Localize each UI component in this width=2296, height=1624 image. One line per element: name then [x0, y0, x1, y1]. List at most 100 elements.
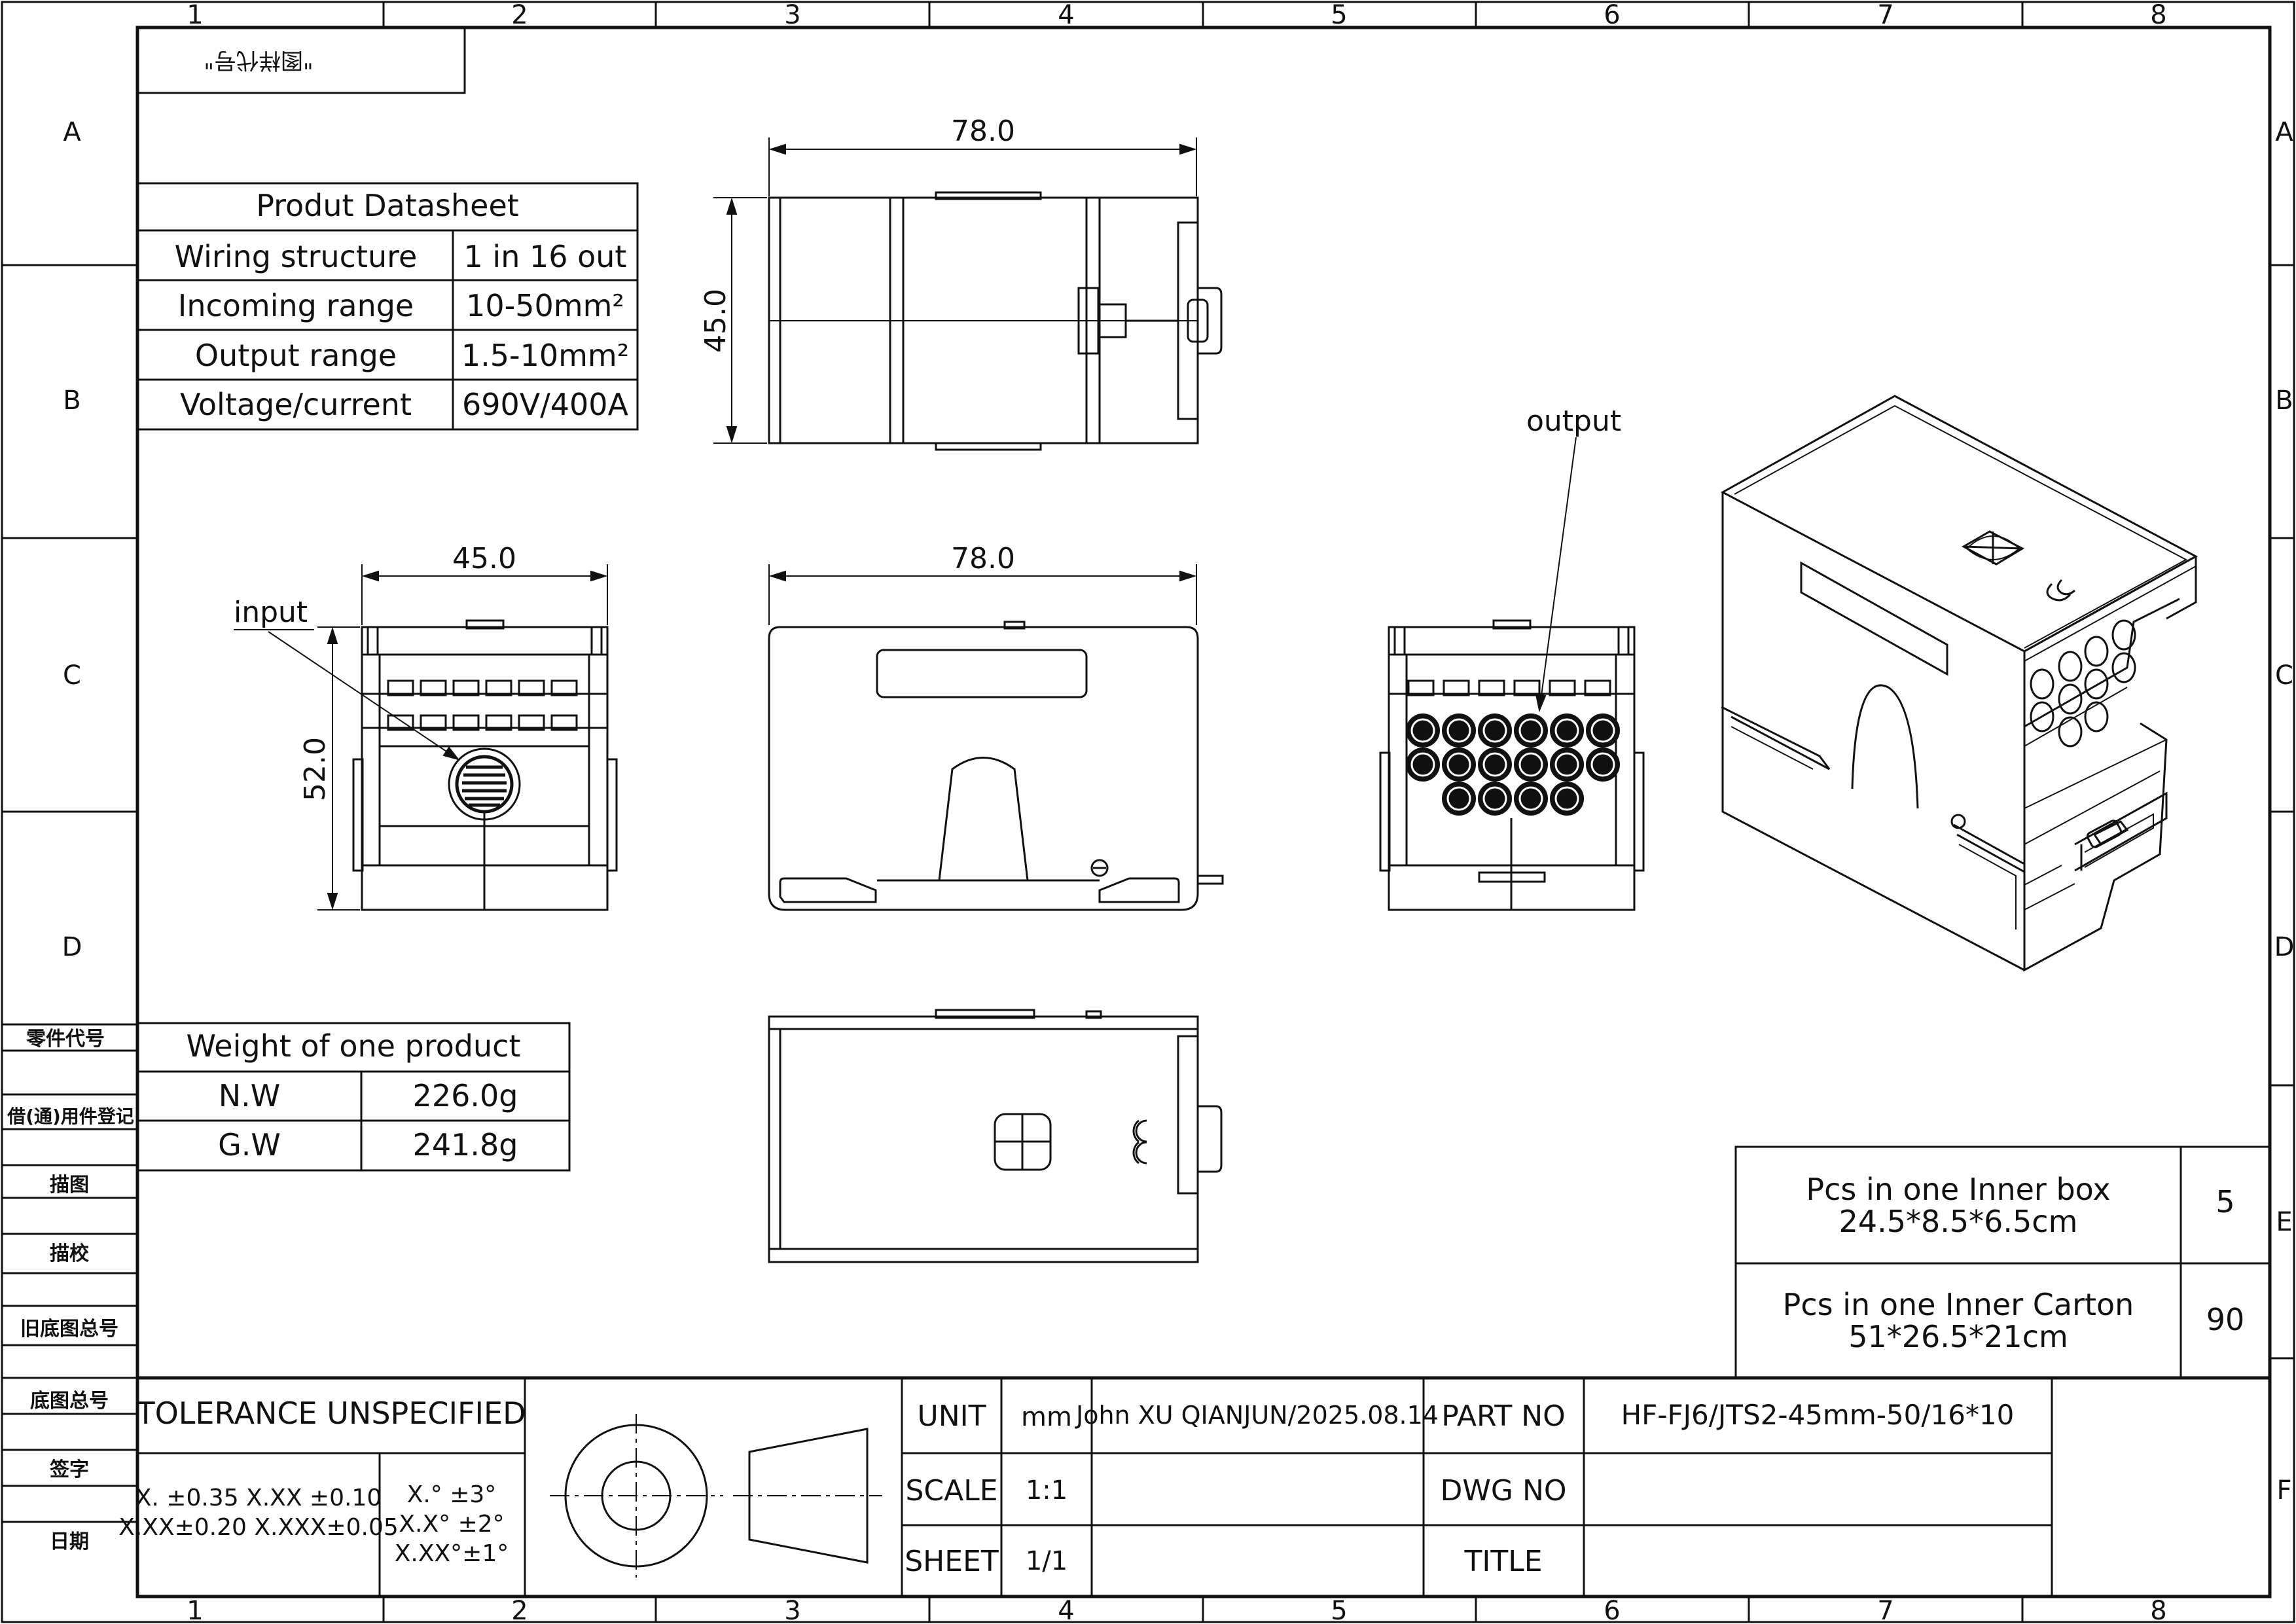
zone-row-a-right: A [2275, 117, 2293, 147]
zone-row-f-right: F [2276, 1475, 2291, 1506]
datasheet-table: Produt Datasheet Wiring structure 1 in 1… [136, 182, 639, 431]
zone-row-b: B [63, 386, 81, 416]
weight-gw-label: G.W [218, 1127, 281, 1163]
strip-tracing-check: 描校 [50, 1242, 89, 1265]
zone-col-2-bottom: 2 [511, 1596, 528, 1624]
tolerance-angle-1: X.° ±3° [407, 1481, 497, 1508]
tolerance-angle-2: X.X° ±2° [399, 1511, 504, 1538]
strip-drawing-no: 底图总号 [30, 1390, 109, 1413]
inner-border [135, 26, 2272, 1598]
tolerance-title: TOLERANCE UNSPECIFIED [135, 1396, 526, 1431]
side-view-dim-height: 52.0 [298, 626, 360, 911]
zone-col-7: 7 [1877, 0, 1893, 30]
dim-top-width: 78.0 [951, 115, 1015, 148]
output-view [1379, 619, 1645, 911]
zone-col-5: 5 [1331, 0, 1347, 30]
unit-label: UNIT [918, 1399, 986, 1433]
input-label: input [234, 596, 308, 629]
bottom-view [768, 1009, 1223, 1263]
title-label: TITLE [1463, 1545, 1542, 1578]
zone-row-e-right: E [2276, 1207, 2292, 1237]
zone-row-c: C [63, 660, 81, 691]
datasheet-label-voltage: Voltage/current [180, 387, 412, 422]
zone-col-4: 4 [1058, 0, 1074, 30]
front-view [768, 621, 1224, 911]
top-view-dim-height: 45.0 [699, 197, 767, 444]
dwg-no-label: DWG NO [1440, 1474, 1566, 1507]
tolerance-angle-3: X.XX°±1° [395, 1540, 509, 1567]
datasheet-label-incoming: Incoming range [178, 288, 414, 323]
isometric-view [1720, 395, 2198, 972]
zone-col-8: 8 [2150, 0, 2166, 30]
strip-part-code: 零件代号 [26, 1028, 105, 1051]
weight-nw-label: N.W [219, 1078, 281, 1113]
zone-row-d-right: D [2274, 932, 2295, 962]
datasheet-value-incoming: 10-50mm² [466, 288, 624, 323]
weight-title: Weight of one product [187, 1028, 521, 1064]
bottom-view-ce-mark [1132, 1119, 1147, 1164]
input-callout: input [234, 596, 460, 761]
side-view-dim-width: 45.0 [361, 542, 608, 625]
zone-row-a: A [63, 117, 81, 147]
dim-side-width: 45.0 [452, 542, 516, 575]
strip-date: 日期 [50, 1530, 89, 1553]
zone-row-ticks [2, 264, 2294, 1360]
zone-col-3-bottom: 3 [784, 1596, 800, 1624]
dim-front-width: 78.0 [951, 542, 1015, 575]
zone-col-3: 3 [784, 0, 800, 30]
top-view [768, 191, 1223, 451]
zone-labels: 1 2 3 4 5 6 7 8 1 2 3 4 5 6 7 8 A B C D … [62, 0, 2295, 1624]
strip-signature: 签字 [50, 1458, 89, 1481]
author-date: John XU QIANJUN/2025.08.14 [1075, 1401, 1439, 1430]
packing-box-qty: 5 [2215, 1184, 2234, 1219]
drawing-code-stamp: "图样代号" [136, 26, 466, 94]
zone-column-ticks [382, 2, 2024, 1622]
part-no-label: PART NO [1441, 1399, 1566, 1433]
projection-symbol [550, 1414, 882, 1578]
strip-borrow-record: 借(通)用件登记 [7, 1106, 134, 1127]
isometric-ce-mark [2046, 579, 2076, 602]
tolerance-linear-1: X. ±0.35 X.XX ±0.10 [135, 1485, 382, 1511]
zone-col-6-bottom: 6 [1604, 1596, 1620, 1624]
weight-gw-value: 241.8g [413, 1127, 518, 1163]
zone-col-8-bottom: 8 [2150, 1596, 2166, 1624]
side-view [352, 619, 618, 911]
dim-top-height: 45.0 [699, 289, 732, 353]
zone-row-b-right: B [2275, 386, 2293, 416]
packing-box-line2: 24.5*8.5*6.5cm [1839, 1204, 2078, 1239]
part-no-value: HF-FJ6/JTS2-45mm-50/16*10 [1621, 1399, 2015, 1431]
datasheet-value-voltage: 690V/400A [462, 387, 629, 422]
weight-table: Weight of one product N.W 226.0g G.W 241… [136, 1022, 571, 1172]
zone-col-1: 1 [187, 0, 203, 30]
packing-carton-line1: Pcs in one Inner Carton [1783, 1287, 2134, 1322]
dim-side-height: 52.0 [298, 737, 332, 801]
zone-row-d: D [62, 932, 82, 962]
packing-box-line1: Pcs in one Inner box [1806, 1172, 2110, 1207]
datasheet-title: Produt Datasheet [256, 188, 519, 223]
zone-col-4-bottom: 4 [1058, 1596, 1074, 1624]
title-block: TOLERANCE UNSPECIFIED X. ±0.35 X.XX ±0.1… [118, 1376, 2270, 1597]
datasheet-label-output: Output range [195, 338, 397, 373]
datasheet-label-wiring: Wiring structure [175, 239, 418, 274]
output-callout: output [1526, 405, 1621, 713]
strip-old-drawing-no: 旧底图总号 [20, 1318, 118, 1341]
scale-label: SCALE [905, 1474, 997, 1507]
output-label: output [1526, 405, 1621, 438]
top-view-dim-width: 78.0 [768, 115, 1197, 196]
zone-col-1-bottom: 1 [187, 1596, 203, 1624]
sheet-value: 1/1 [1026, 1546, 1067, 1576]
sheet-label: SHEET [905, 1545, 999, 1578]
scale-value: 1:1 [1026, 1475, 1067, 1506]
zone-col-6: 6 [1604, 0, 1620, 30]
front-view-dim-width: 78.0 [768, 542, 1197, 625]
stamp-text: "图样代号" [204, 47, 313, 73]
unit-value: mm [1021, 1402, 1072, 1432]
packing-table: Pcs in one Inner box 24.5*8.5*6.5cm 5 Pc… [1734, 1146, 2271, 1379]
datasheet-value-wiring: 1 in 16 out [464, 239, 627, 274]
left-strip: 零件代号 借(通)用件登记 描图 描校 旧底图总号 底图总号 签字 日期 [2, 1023, 137, 1553]
datasheet-value-output: 1.5-10mm² [461, 338, 629, 373]
tolerance-linear-2: X.XX±0.20 X.XXX±0.05 [118, 1514, 399, 1541]
zone-row-c-right: C [2275, 660, 2293, 691]
zone-col-5-bottom: 5 [1331, 1596, 1347, 1624]
